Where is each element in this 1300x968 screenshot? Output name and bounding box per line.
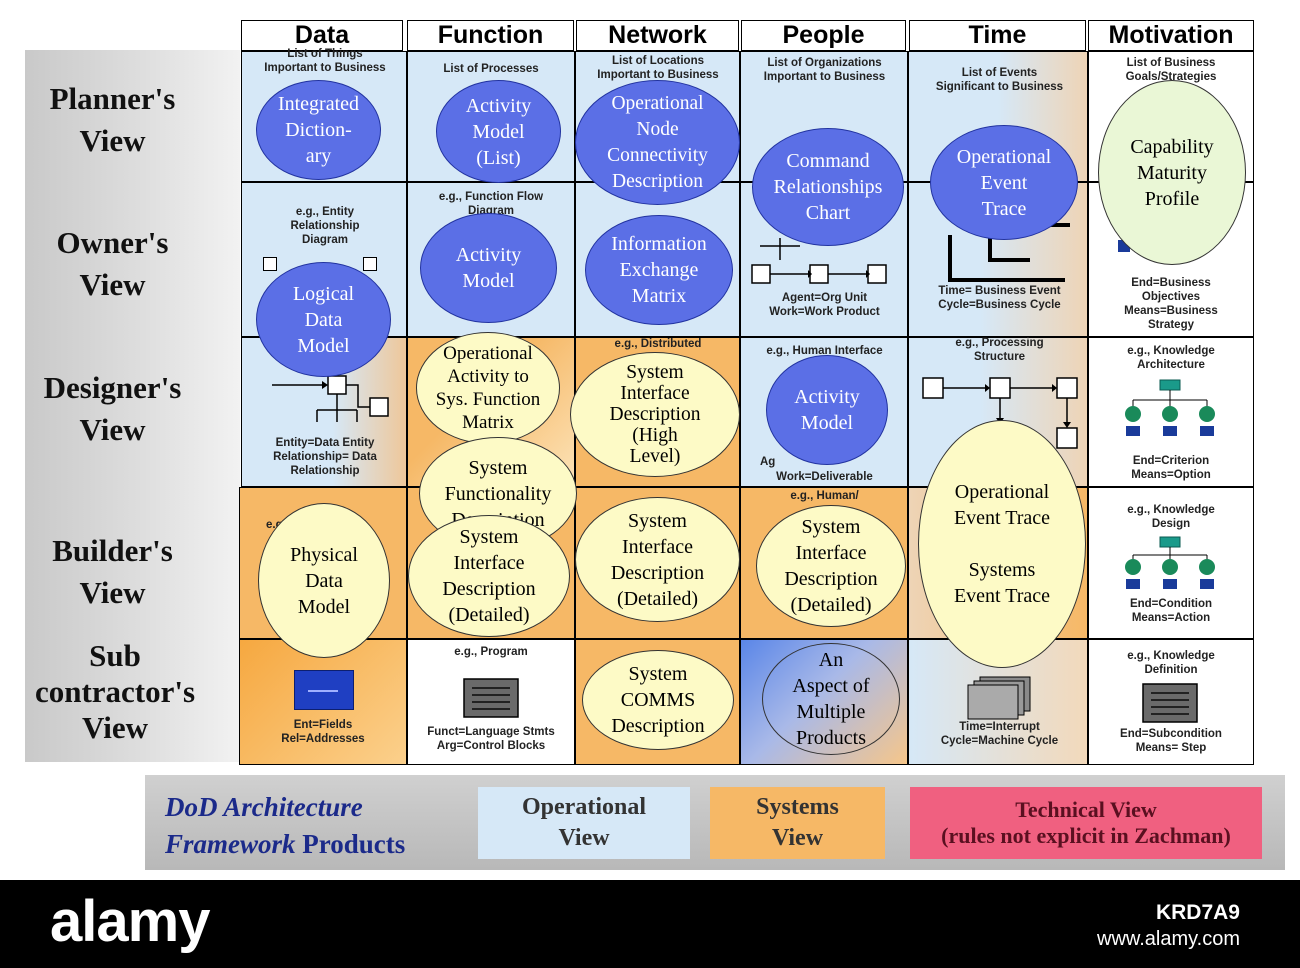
legend-operational-view: Operational View: [478, 787, 690, 859]
ellipse-system-interface-detailed-1: System Interface Description (Detailed): [408, 515, 570, 637]
row-label-designer: Designer's View: [43, 370, 182, 447]
ellipse-activity-model-owner: Activity Model: [420, 213, 557, 323]
text-sub-motivation-bottom: End=Subcondition Means= Step: [1120, 728, 1222, 754]
ellipse-operational-activity-sys-function: Operational Activity to Sys. Function Ma…: [416, 332, 560, 444]
text-sub-function-bottom: Funct=Language Stmts Arg=Control Blocks: [427, 726, 555, 752]
col-header-people: People: [741, 20, 906, 51]
org-flow-icon: [751, 238, 887, 284]
col-header-data: Data: [241, 20, 403, 51]
entity-box-icon: [363, 257, 377, 271]
col-header-function: Function: [407, 20, 574, 51]
text-planner-function: List of Processes: [443, 63, 539, 75]
row-label-band: [25, 50, 240, 762]
ellipse-system-interface-detailed-3: System Interface Description (Detailed): [756, 505, 906, 627]
text-sub-data: Ent=Fields Rel=Addresses: [281, 719, 365, 745]
legend-title-line1: DoD Architecture: [165, 792, 363, 822]
legend-technical-view: Technical View (rules not explicit in Za…: [910, 787, 1262, 859]
ellipse-integrated-dictionary: Integrated Diction- ary: [256, 80, 381, 180]
row-label-owner: Owner's View: [56, 225, 169, 302]
text-designer-people-agent: Ag: [760, 456, 776, 468]
text-designer-motivation-bottom: End=Criterion Means=Option: [1131, 455, 1211, 481]
stacked-documents-icon: [967, 676, 1031, 720]
text-planner-people: List of Organizations Important to Busin…: [763, 57, 886, 83]
ellipse-aspect-multiple-products: An Aspect of Multiple Products: [762, 643, 900, 755]
text-builder-motivation-top: e.g., Knowledge Design: [1127, 504, 1215, 530]
text-owner-motivation: End=Business Objectives Means=Business S…: [1124, 277, 1218, 331]
knowledge-definition-icon: [1142, 683, 1198, 723]
text-designer-data: Entity=Data Entity Relationship= Data Re…: [273, 437, 377, 477]
text-designer-people-top: e.g., Human Interface: [766, 345, 883, 357]
row-label-planner: Planner's View: [49, 81, 176, 158]
text-builder-motivation-bottom: End=Condition Means=Action: [1129, 598, 1213, 624]
text-builder-people: e.g., Human/: [790, 490, 859, 502]
text-planner-network: List of Locations Important to Business: [597, 55, 719, 81]
knowledge-architecture-icon: [1125, 379, 1215, 436]
text-planner-motivation: List of Business Goals/Strategies: [1125, 57, 1217, 83]
stock-site: www.alamy.com: [1097, 928, 1240, 950]
legend-title-line2: Framework Products: [165, 829, 406, 859]
knowledge-design-icon: [1125, 536, 1215, 589]
row-label-builder: Builder's View: [52, 533, 173, 610]
row-label-subcontractor: Sub contractor's View: [34, 638, 196, 745]
ellipse-system-interface-detailed-2: System Interface Description (Detailed): [575, 497, 740, 622]
field-line-icon: [308, 690, 338, 692]
ellipse-command-relationships: Command Relationships Chart: [752, 128, 904, 246]
text-planner-data: List of Things Important to Business: [264, 48, 386, 74]
col-header-motivation: Motivation: [1088, 20, 1254, 51]
text-designer-network: e.g., Distributed: [614, 338, 702, 350]
ellipse-capability-maturity: Capability Maturity Profile: [1098, 80, 1246, 265]
text-sub-motivation-top: e.g., Knowledge Definition: [1127, 650, 1215, 676]
data-structure-icon: [272, 375, 389, 422]
watermark-footer: [0, 880, 1300, 968]
ellipse-system-comms: System COMMS Description: [582, 650, 734, 750]
text-owner-data: e.g., Entity Relationship Diagram: [290, 206, 360, 246]
processing-structure-icon: [922, 377, 1078, 449]
text-designer-time: e.g., Processing Structure: [955, 337, 1044, 363]
ellipse-logical-data-model: Logical Data Model: [256, 262, 391, 377]
col-header-time: Time: [909, 20, 1086, 51]
ellipse-physical-data-model: Physical Data Model: [258, 503, 390, 658]
ellipse-activity-model-designer: Activity Model: [766, 355, 888, 465]
ellipse-system-interface-high: System Interface Description (High Level…: [570, 352, 740, 477]
ellipse-information-exchange: Information Exchange Matrix: [585, 215, 733, 325]
text-sub-time: Time=Interrupt Cycle=Machine Cycle: [940, 721, 1059, 747]
legend-systems-view: Systems View: [710, 787, 885, 859]
alamy-logo: alamy: [50, 889, 210, 954]
ellipse-operational-event-trace: Operational Event Trace: [930, 125, 1078, 240]
col-header-network: Network: [576, 20, 739, 51]
text-sub-function-top: e.g., Program: [454, 646, 528, 658]
text-designer-people-bottom: Work=Deliverable: [776, 471, 873, 483]
program-listing-icon: [463, 678, 519, 718]
entity-box-icon: [263, 257, 277, 271]
ellipse-operational-node-connectivity: Operational Node Connectivity Descriptio…: [575, 80, 740, 205]
text-designer-motivation-top: e.g., Knowledge Architecture: [1127, 345, 1215, 371]
ellipse-operational-systems-event-trace: Operational Event Trace Systems Event Tr…: [918, 420, 1086, 668]
text-owner-people: Agent=Org Unit Work=Work Product: [769, 292, 880, 318]
text-planner-time: List of Events Significant to Business: [935, 67, 1064, 93]
stock-id: KRD7A9: [1155, 901, 1240, 924]
ellipse-activity-model-list: Activity Model (List): [436, 80, 561, 183]
text-owner-time: Time= Business Event Cycle=Business Cycl…: [938, 285, 1061, 311]
